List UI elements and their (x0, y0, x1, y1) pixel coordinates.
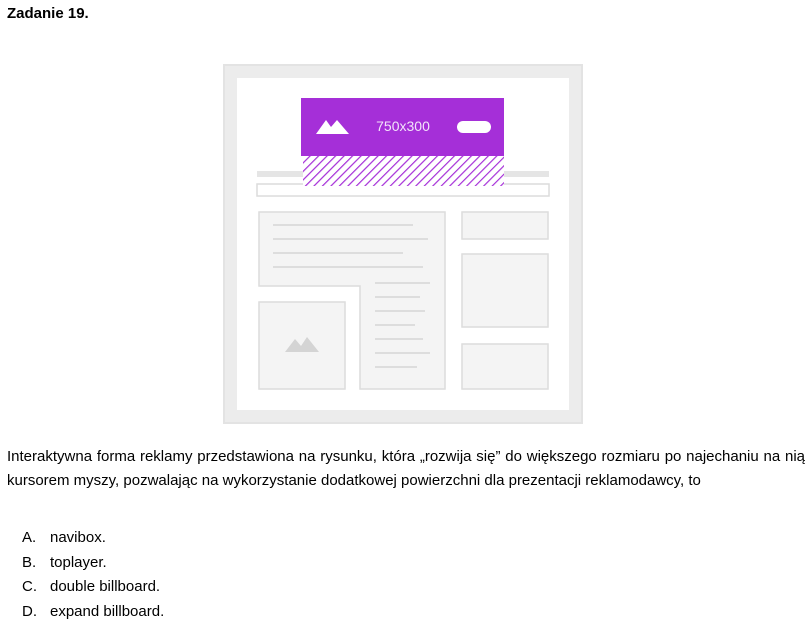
answer-option-d[interactable]: D. expand billboard. (22, 600, 164, 625)
answer-option-b[interactable]: B. toplayer. (22, 551, 164, 576)
mountain-image-icon (316, 120, 349, 134)
article-line (273, 238, 428, 240)
answer-letter: A. (22, 529, 37, 546)
article-line (375, 352, 430, 354)
ad-expanded-area (303, 156, 504, 186)
article-line (375, 282, 430, 284)
article-block (258, 211, 446, 390)
article-line (273, 224, 413, 226)
image-placeholder (258, 301, 346, 390)
pill-button-icon (457, 121, 491, 133)
answer-text: expand billboard. (50, 602, 165, 620)
article-line (375, 310, 425, 312)
sidebar-box (461, 343, 549, 390)
answer-option-a[interactable]: A. navibox. (22, 526, 164, 551)
answer-letter: D. (22, 602, 37, 620)
answer-list: A. navibox. B. toplayer. C. double billb… (22, 526, 164, 624)
placeholder-image-icon (285, 337, 319, 352)
sidebar-box (461, 211, 549, 240)
article-line (273, 266, 423, 268)
answer-text: navibox. (50, 529, 106, 546)
question-text: Interaktywna forma reklamy przedstawiona… (7, 448, 805, 489)
answer-text: toplayer. (50, 553, 107, 571)
ad-size-label: 750x300 (376, 118, 430, 134)
article-line (375, 366, 417, 368)
answer-text: double billboard. (50, 578, 161, 595)
task-title: Zadanie 19. (7, 5, 89, 22)
article-line (375, 338, 423, 340)
answer-option-c[interactable]: C. double billboard. (22, 575, 164, 600)
answer-letter: C. (22, 578, 37, 595)
article-line (273, 252, 403, 254)
sidebar-box (461, 253, 549, 328)
article-line (375, 324, 415, 326)
answer-letter: B. (22, 553, 37, 571)
article-line (375, 296, 420, 298)
billboard-illustration: 750x300 (223, 64, 583, 424)
